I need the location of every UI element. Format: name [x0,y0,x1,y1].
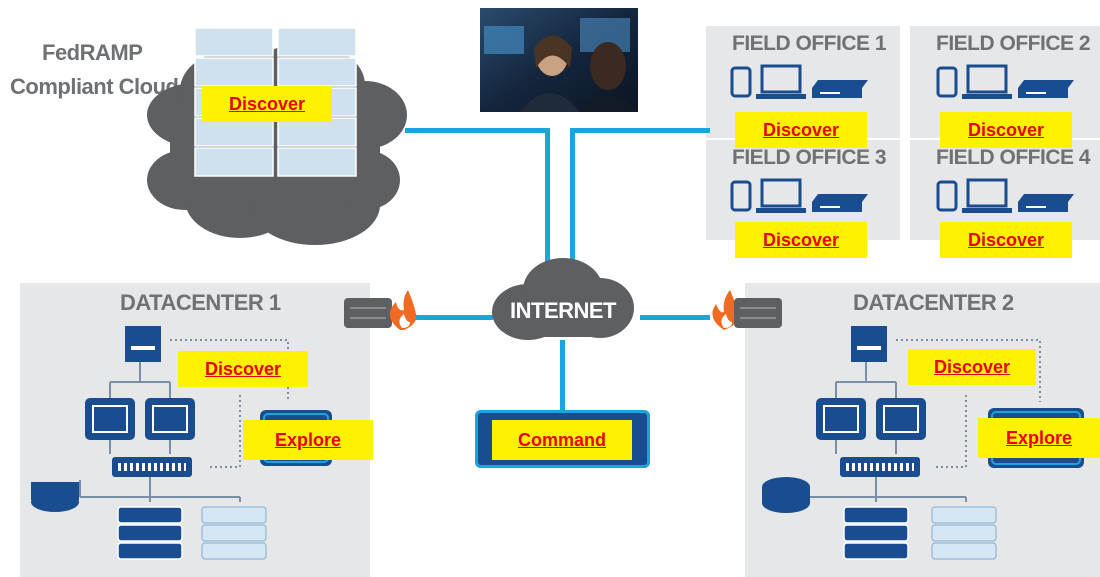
line-field-h [570,128,710,133]
datacenter2-title: DATACENTER 2 [853,290,1014,315]
field-office-title-3: FIELD OFFICE 3 [732,146,887,169]
field-office-devices-icon-1 [730,64,868,99]
datacenter1-firewall-icon [344,290,417,330]
internet-label: INTERNET [510,298,617,323]
line-field-v [570,128,575,268]
line-cloud-h [405,128,545,133]
line-dc2 [640,315,710,320]
field-office-title-1: FIELD OFFICE 1 [732,32,887,55]
datacenter2-explore-link[interactable]: Explore [978,418,1100,458]
command-link[interactable]: Command [492,420,632,460]
cloud-title-line2: Compliant Cloud [10,74,179,99]
line-cloud-v [545,128,550,268]
field-office-3-discover-link[interactable]: Discover [735,222,867,258]
field-office-1-discover-link[interactable]: Discover [735,112,867,148]
datacenter2-discover-link[interactable]: Discover [908,349,1036,385]
datacenter1-network-diagram [31,326,332,560]
datacenter2-firewall-icon [712,290,782,330]
field-office-devices-icon-3 [730,178,868,213]
datacenter1-discover-link[interactable]: Discover [178,351,308,387]
line-command [560,340,565,415]
cloud-discover-link[interactable]: Discover [202,86,332,122]
operator-photo [480,8,638,112]
field-office-title-2: FIELD OFFICE 2 [936,32,1091,55]
internet-cloud-icon [492,258,634,340]
field-office-devices-icon-2 [936,64,1074,99]
cloud-icon [147,27,407,245]
field-office-2-discover-link[interactable]: Discover [940,112,1072,148]
line-dc1 [413,315,493,320]
datacenter1-title: DATACENTER 1 [120,290,281,315]
field-office-4-discover-link[interactable]: Discover [940,222,1072,258]
field-office-title-4: FIELD OFFICE 4 [936,146,1091,169]
field-office-devices-icon-4 [936,178,1074,213]
datacenter1-explore-link[interactable]: Explore [243,420,373,460]
cloud-title-line1: FedRAMP [42,40,143,65]
